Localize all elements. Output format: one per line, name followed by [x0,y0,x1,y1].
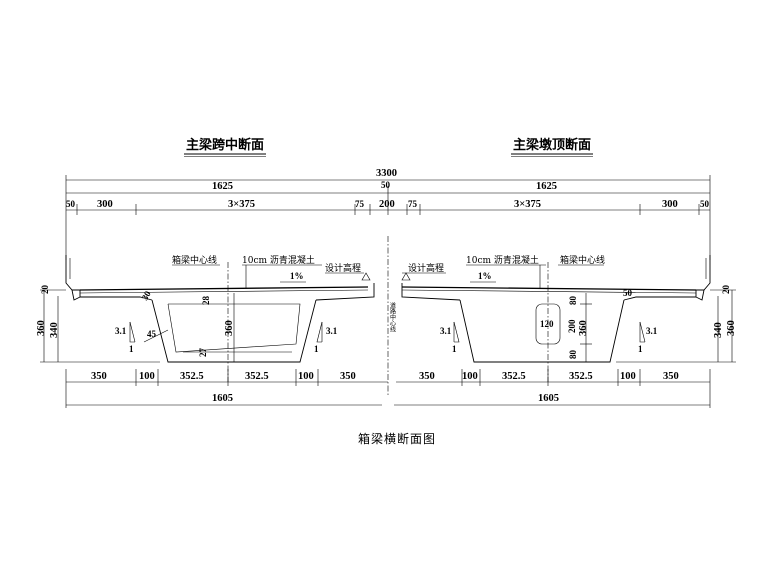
right-parapet-height: 20 [721,285,731,295]
dim-seg-8: 3×375 [514,199,541,210]
right-slope-b: 3.1 [646,326,658,336]
top-dimension-chain: 3300 1625 1625 50 300 3×375 75 200 50 75… [65,168,711,260]
left-slope-b: 3.1 [326,326,338,336]
right-pier-section: 80 200 80 360 120 360 340 20 50 3.1 1 3.… [394,254,737,408]
dim-seg-7: 75 [408,199,418,209]
right-box-centerline-note: 箱梁中心线 [560,254,605,266]
left-bottom-total: 1605 [212,393,233,404]
right-bdim-4: 352.5 [569,371,593,382]
right-top-dim: 80 [568,296,578,306]
right-slope-one-b: 1 [638,344,643,354]
left-bottom-slab: 27 [198,348,208,358]
right-pier-height: 360 [578,320,589,336]
right-bdim-3: 352.5 [502,371,526,382]
right-cantilever: 50 [623,288,633,298]
dim-seg-10: 50 [700,199,710,209]
dim-half-right: 1625 [536,181,557,192]
left-outer-height: 360 [36,320,47,336]
right-slope-one: 1 [452,344,457,354]
left-bdim-4: 352.5 [245,371,269,382]
right-slope-a: 3.1 [440,326,452,336]
left-span-height: 360 [224,320,235,336]
right-pavement-note: 10cm 沥青混凝土 [466,254,539,266]
left-box-centerline-note: 箱梁中心线 [172,254,217,266]
dim-seg-9: 300 [662,199,678,210]
right-inner-height: 340 [713,322,724,338]
right-bdim-1: 350 [419,371,435,382]
left-span-section: 360 340 20 360 28 27 45 30 3.1 1 3.1 1 箱… [36,254,388,408]
left-bdim-2: 100 [139,371,155,382]
dim-total-width: 3300 [376,168,397,179]
right-outer-height: 360 [726,320,737,336]
left-crossfall: 1% [290,271,304,281]
right-bottom-dim: 80 [568,350,578,360]
left-slope-one-b: 1 [314,344,319,354]
dim-seg-6: 50 [381,180,391,190]
left-bdim-1: 350 [91,371,107,382]
road-centerline-label: 道路中心线 [389,301,396,332]
figure-caption: 箱梁横断面图 [358,431,436,446]
right-bdim-6: 350 [663,371,679,382]
left-pavement-note: 10cm 沥青混凝土 [242,254,315,266]
left-section-title: 主梁跨中断面 [186,137,264,153]
right-design-elev: 设计高程 [408,262,444,274]
right-bottom-total: 1605 [538,393,559,404]
left-slope-one: 1 [129,344,134,354]
left-top-slab: 28 [201,296,211,306]
left-slope-a: 3.1 [115,326,127,336]
right-section-title: 主梁墩顶断面 [513,137,591,153]
left-parapet-height: 20 [40,285,50,295]
right-crossfall: 1% [478,271,492,281]
right-bdim-5: 100 [620,371,636,382]
dim-seg-4: 75 [355,199,365,209]
dim-seg-2: 300 [97,199,113,210]
dim-seg-5: 200 [379,199,395,210]
left-inner-height: 340 [49,322,60,338]
dim-seg-3: 3×375 [228,199,255,210]
left-web: 45 [147,329,157,339]
dim-half-left: 1625 [212,181,233,192]
right-mid-dim: 200 [567,319,577,333]
dim-seg-1: 50 [66,199,76,209]
manhole-width: 120 [540,319,554,329]
left-bdim-6: 350 [340,371,356,382]
left-design-elev: 设计高程 [325,262,361,274]
left-bdim-3: 352.5 [180,371,204,382]
right-bdim-2: 100 [462,371,478,382]
left-bdim-5: 100 [298,371,314,382]
